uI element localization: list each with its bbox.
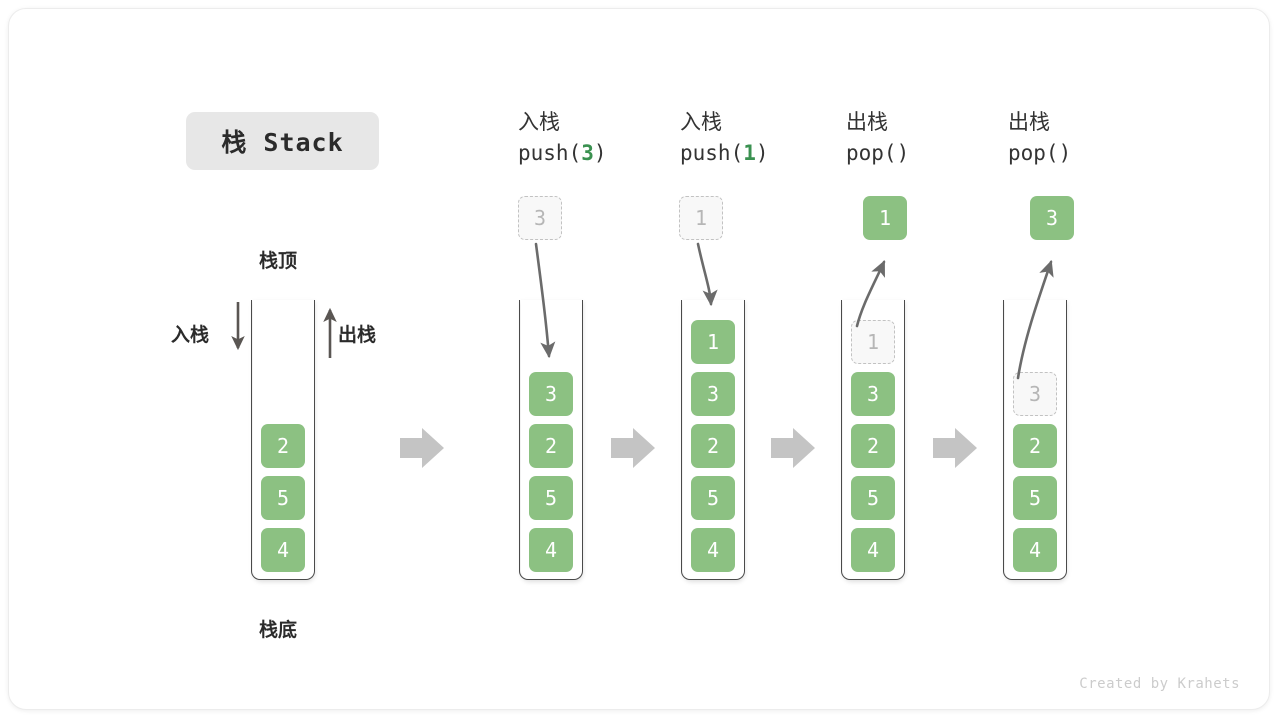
code-arg: 3 <box>581 141 594 165</box>
stack-element: 5 <box>261 476 305 520</box>
stack-tube <box>519 300 583 580</box>
code-prefix: push( <box>680 141 744 165</box>
stack-element: 4 <box>1013 528 1057 572</box>
title-badge: 栈 Stack <box>186 112 379 170</box>
incoming-element-ghost: 1 <box>679 196 723 240</box>
popped-element: 3 <box>1030 196 1074 240</box>
code-arg: 1 <box>743 141 756 165</box>
code-suffix: ) <box>593 141 607 165</box>
credit-text: Created by Krahets <box>1079 676 1240 692</box>
pop-direction-label: 出栈 <box>338 324 377 346</box>
stack-element: 4 <box>851 528 895 572</box>
stack-tube <box>1003 300 1067 580</box>
stage-header-push-3: 入栈 push(3) <box>518 107 607 169</box>
stage-header-cn: 入栈 <box>680 110 722 134</box>
stage-header-code: pop() <box>1008 137 1071 169</box>
stack-element: 3 <box>691 372 735 416</box>
stack-tube <box>251 300 315 580</box>
stage-header-code: push(3) <box>518 137 607 169</box>
push-direction-label: 入栈 <box>171 324 210 346</box>
code-suffix: ) <box>1058 141 1072 165</box>
stage-header-push-1: 入栈 push(1) <box>680 107 769 169</box>
stage-header-cn: 出栈 <box>846 110 888 134</box>
stack-element: 2 <box>851 424 895 468</box>
stack-element: 1 <box>691 320 735 364</box>
stack-bottom-label: 栈底 <box>259 619 298 641</box>
stack-element: 2 <box>529 424 573 468</box>
stack-element: 5 <box>1013 476 1057 520</box>
code-prefix: pop( <box>846 141 897 165</box>
code-prefix: push( <box>518 141 582 165</box>
stack-top-label: 栈顶 <box>259 250 298 272</box>
stage-header-pop-3: 出栈 pop() <box>1008 107 1071 169</box>
popped-element: 1 <box>863 196 907 240</box>
code-prefix: pop( <box>1008 141 1059 165</box>
stack-element: 3 <box>851 372 895 416</box>
code-suffix: ) <box>755 141 769 165</box>
code-suffix: ) <box>896 141 910 165</box>
stage-header-code: push(1) <box>680 137 769 169</box>
stack-element: 2 <box>691 424 735 468</box>
removed-element-ghost: 1 <box>851 320 895 364</box>
stage-header-cn: 入栈 <box>518 110 560 134</box>
stack-element: 2 <box>261 424 305 468</box>
stack-element: 5 <box>529 476 573 520</box>
stack-element: 5 <box>691 476 735 520</box>
stack-element: 4 <box>691 528 735 572</box>
stack-element: 4 <box>529 528 573 572</box>
incoming-element-ghost: 3 <box>518 196 562 240</box>
stack-element: 2 <box>1013 424 1057 468</box>
stage-header-code: pop() <box>846 137 909 169</box>
stack-element: 5 <box>851 476 895 520</box>
stack-element: 4 <box>261 528 305 572</box>
stage-header-pop-1: 出栈 pop() <box>846 107 909 169</box>
stack-element: 3 <box>529 372 573 416</box>
removed-element-ghost: 3 <box>1013 372 1057 416</box>
stack-tube <box>681 300 745 580</box>
stage-header-cn: 出栈 <box>1008 110 1050 134</box>
stack-tube <box>841 300 905 580</box>
